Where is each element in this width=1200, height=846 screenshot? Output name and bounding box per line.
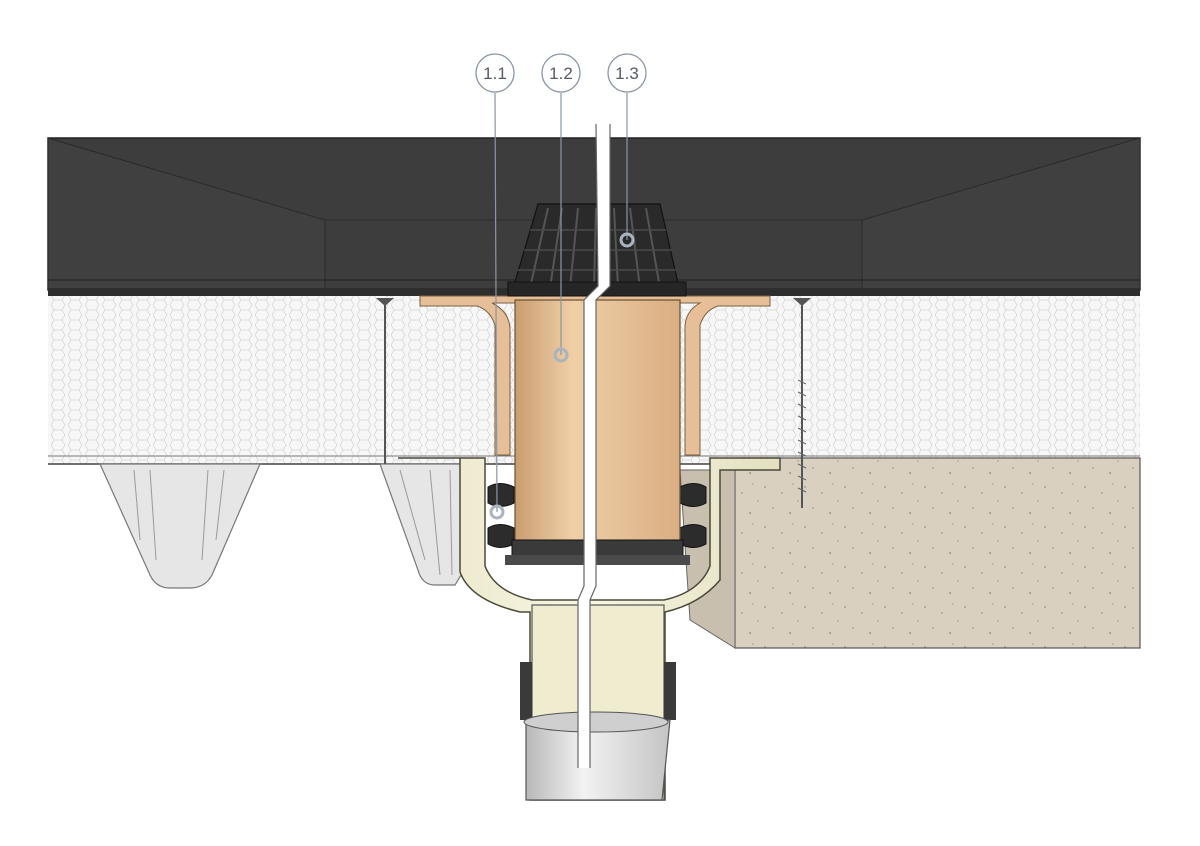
callout-1-2: 1.2 (541, 53, 581, 363)
callout-label-1-2: 1.2 (549, 64, 573, 83)
fastener-screws (376, 298, 811, 508)
concrete-slab (679, 457, 1141, 649)
support-feet (99, 463, 471, 589)
callout-1-3: 1.3 (607, 53, 647, 248)
callouts: 1.1 1.2 1.3 (475, 53, 647, 520)
callout-label-1-1: 1.1 (483, 64, 507, 83)
extension-tube (505, 299, 690, 565)
sealing-rings (487, 483, 707, 548)
outlet-pipe (523, 711, 671, 801)
break-line (577, 123, 611, 768)
callout-1-1: 1.1 (475, 53, 515, 520)
extension-flange (419, 295, 771, 456)
callout-label-1-3: 1.3 (615, 64, 639, 83)
